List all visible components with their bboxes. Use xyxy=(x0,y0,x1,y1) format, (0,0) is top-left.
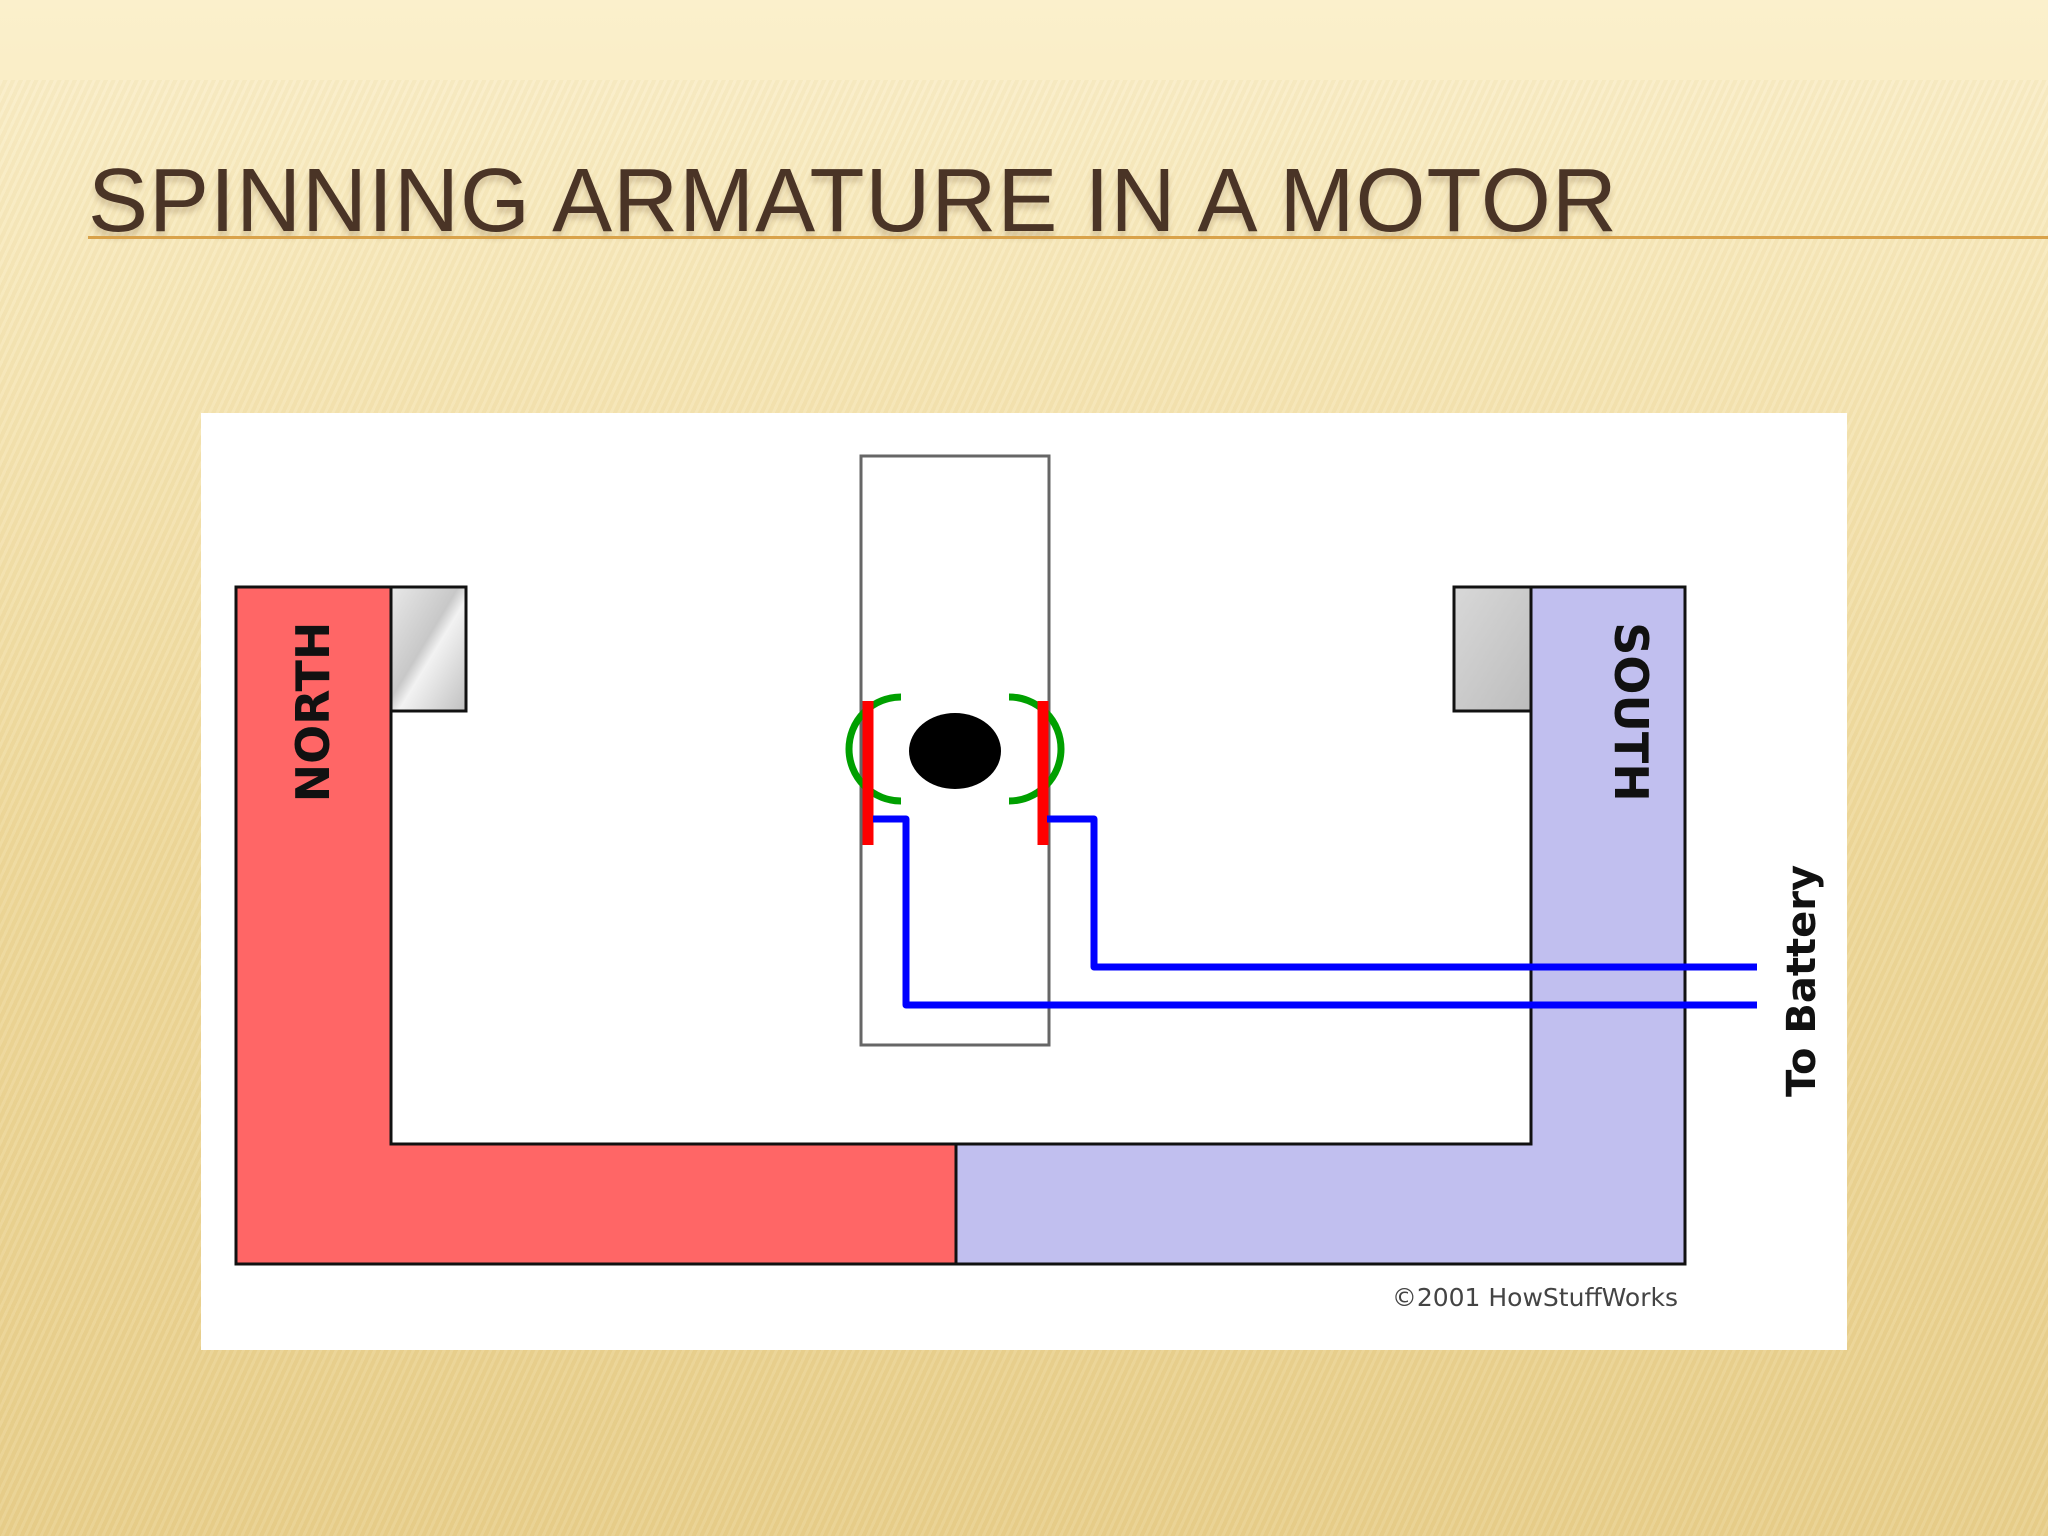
wire-left-brush xyxy=(873,815,1757,1009)
motor-diagram-svg: NORTH SOUTH To Battery ©2001 HowStuffWor… xyxy=(234,454,1825,1312)
north-label: NORTH xyxy=(286,622,340,803)
title-underline xyxy=(88,236,2048,239)
south-magnet xyxy=(954,585,1687,1266)
south-label: SOUTH xyxy=(1604,622,1658,801)
commutator-left-arc xyxy=(845,693,902,805)
slide-title: SPINNING ARMATURE IN A MOTOR xyxy=(88,151,1618,251)
copyright-text: ©2001 HowStuffWorks xyxy=(1392,1283,1678,1312)
north-pole-face xyxy=(389,585,468,713)
battery-label: To Battery xyxy=(1779,865,1825,1097)
south-pole-face xyxy=(1452,585,1533,713)
shaft xyxy=(909,713,1001,789)
wire-right-brush xyxy=(1047,815,1757,971)
motor-diagram: NORTH SOUTH To Battery ©2001 HowStuffWor… xyxy=(201,413,1847,1350)
north-magnet xyxy=(234,585,958,1266)
commutator-right-arc xyxy=(1008,693,1065,805)
armature xyxy=(859,454,1051,1047)
